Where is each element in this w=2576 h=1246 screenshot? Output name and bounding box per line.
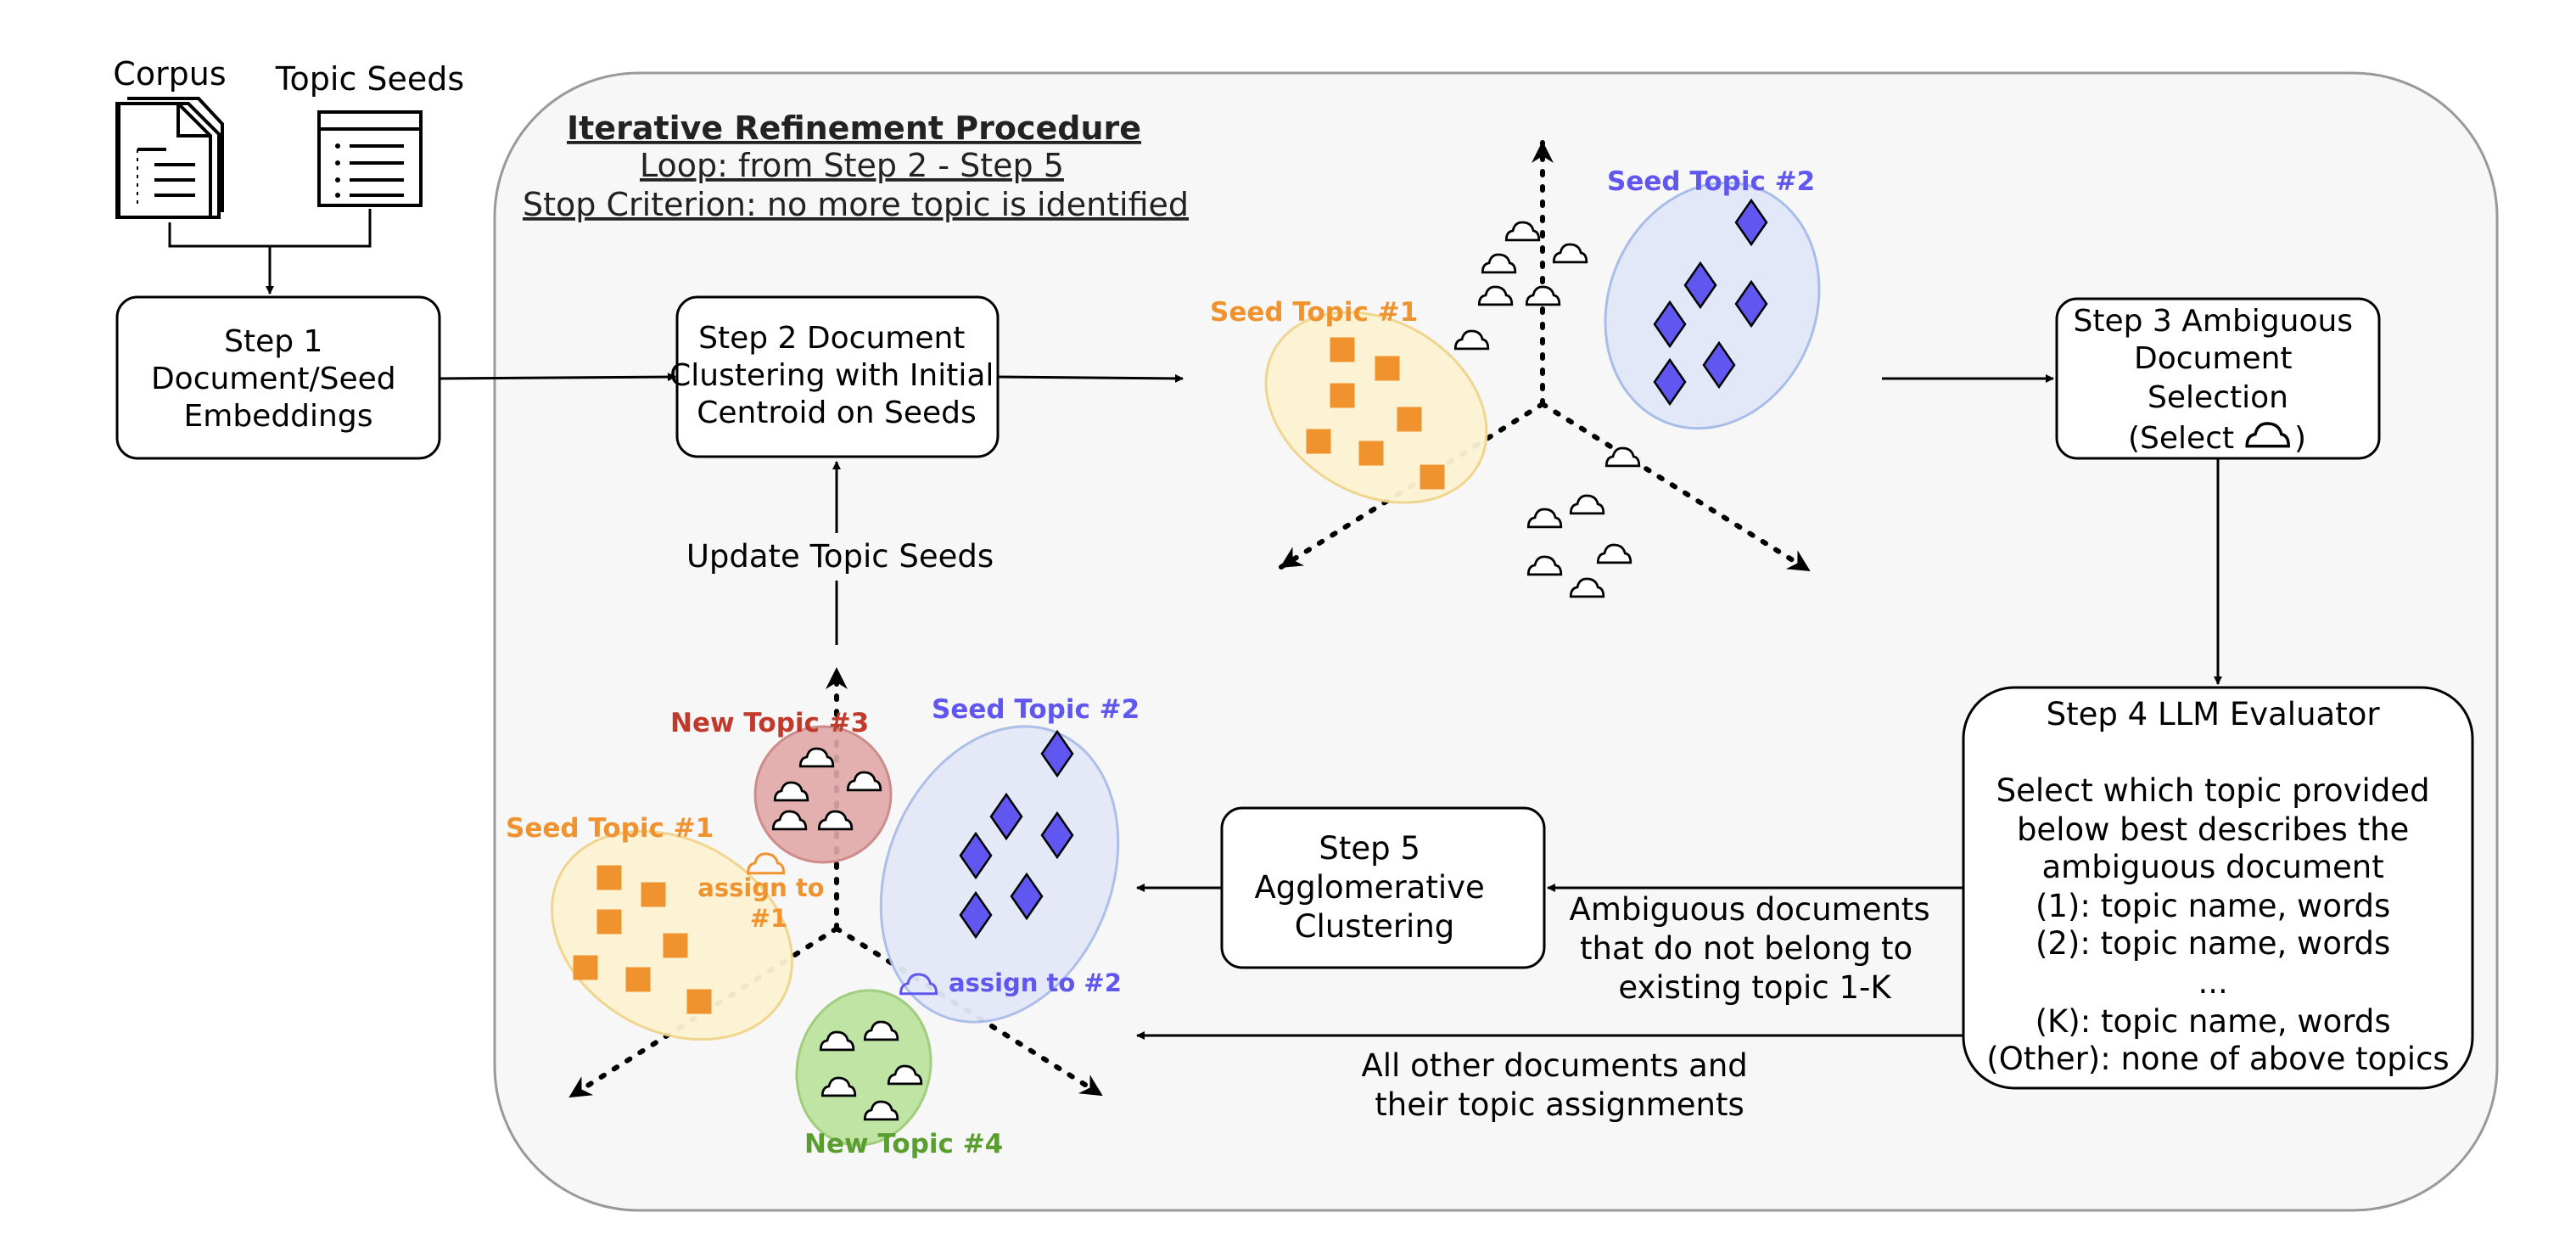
topic-seeds-label: Topic Seeds <box>275 60 464 98</box>
update-seeds-bg <box>689 533 986 581</box>
assign-to-2-label: assign to #2 <box>949 968 1122 997</box>
procedure-loop: Loop: from Step 2 - Step 5 <box>640 147 1064 184</box>
bottom-cluster-plot: New Topic #3 Seed Topic #1 assign to #1 … <box>506 666 1140 1159</box>
step3-text: Step 3 Ambiguous Document Selection <box>2073 304 2362 415</box>
step2-text: Step 2 Document Clustering with Initial … <box>669 321 1004 430</box>
seed-topic-2-label: Seed Topic #2 <box>932 694 1140 725</box>
procedure-stop: Stop Criterion: no more topic is identif… <box>523 186 1189 223</box>
seed-topic-1-label: Seed Topic #1 <box>1210 297 1418 328</box>
seed-topic-2-label: Seed Topic #2 <box>1607 166 1815 197</box>
assign-to-1-label: assign to #1 <box>697 873 832 933</box>
update-seeds-label: Update Topic Seeds <box>686 538 994 575</box>
step5-text: Step 5 Agglomerative Clustering <box>1254 830 1494 945</box>
step4-text: Step 4 LLM Evaluator Select which topic … <box>1986 696 2449 1077</box>
top-cluster-plot: Seed Topic #1 Seed Topic #2 <box>1210 140 1821 598</box>
corpus-document-icon <box>115 97 224 219</box>
new-topic-4-label: New Topic #4 <box>804 1129 1003 1159</box>
arrow-step2-clusters <box>997 373 1184 383</box>
new-topic-4-cluster <box>795 989 932 1147</box>
procedure-title: Iterative Refinement Procedure <box>567 109 1141 147</box>
seed-topic-1-label: Seed Topic #1 <box>506 813 714 844</box>
topic-seeds-icon <box>317 110 423 207</box>
input-connector <box>168 209 372 294</box>
seed-topic-2-cluster <box>1604 181 1821 430</box>
step1-text: Step 1 Document/Seed Embeddings <box>151 324 406 434</box>
ambiguous-edge-label: Ambiguous documents that do not belong t… <box>1570 891 1940 1006</box>
seed-topic-1-cluster <box>1264 311 1488 504</box>
step3-select-close: ) <box>2294 421 2306 456</box>
new-topic-3-label: New Topic #3 <box>670 708 869 738</box>
axis-right <box>1540 401 1812 573</box>
step3-select-open: (Select <box>2128 421 2234 456</box>
seed-topic-1-docs <box>573 865 712 1014</box>
seed-topic-1-docs <box>1306 337 1445 490</box>
arrow-step1-step2 <box>439 373 676 382</box>
corpus-label: Corpus <box>113 55 226 93</box>
other-docs-edge-label: All other documents and their topic assi… <box>1361 1047 1757 1123</box>
